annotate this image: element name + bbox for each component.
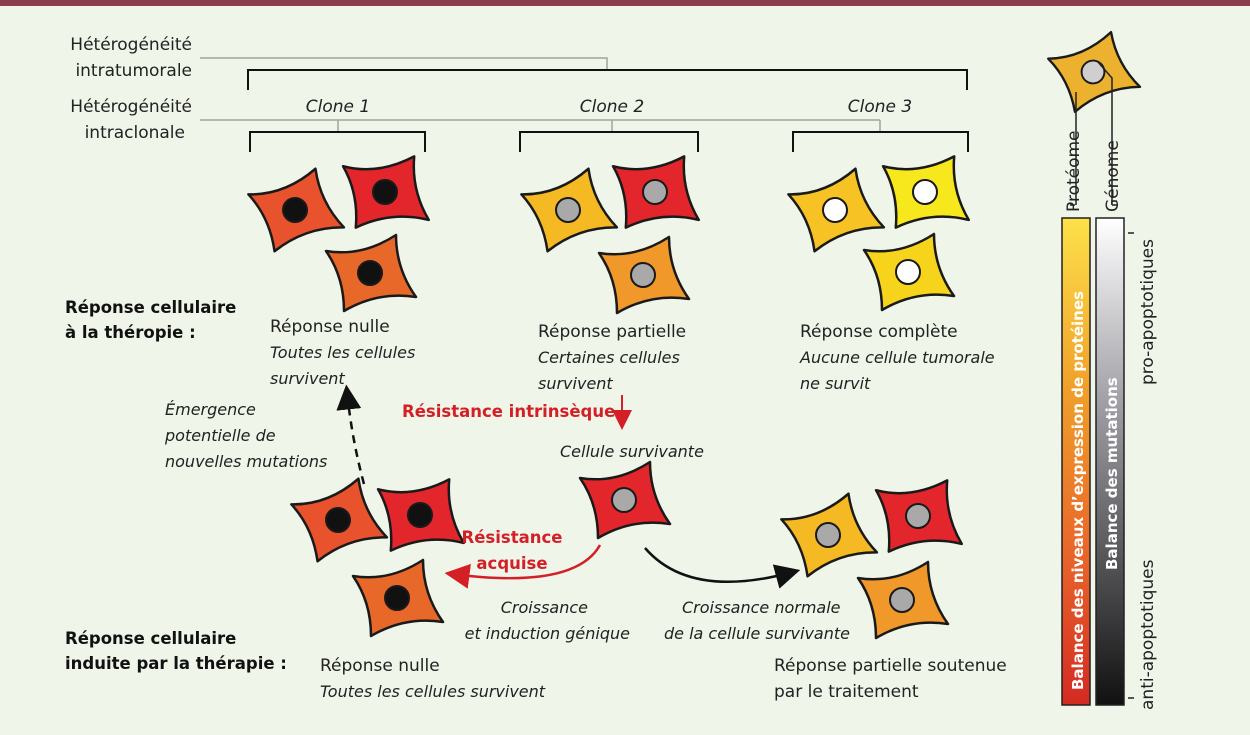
acquired-resistance-arrow: [444, 544, 602, 589]
growth-induction-label-2: et induction génique: [465, 624, 631, 643]
bottom-right-response-title-2: par le traitement: [774, 682, 919, 702]
survivor-label: Cellule survivante: [560, 442, 704, 461]
cell-nucleus: [611, 487, 637, 513]
pro-apoptotic-label: pro-apoptotiques: [1138, 239, 1158, 385]
cell-clone3: [787, 167, 886, 253]
cell-nucleus: [905, 503, 931, 529]
top-bar: [0, 0, 1250, 6]
protein-balance-bar: [1061, 217, 1091, 706]
proteome-pointer: [1070, 92, 1077, 206]
cell-clone2: [597, 235, 691, 315]
intratumoral-label-2: intratumorale: [75, 61, 192, 81]
emergence-label-1: Émergence: [165, 400, 256, 419]
cell-nucleus: [642, 179, 668, 205]
cells: [247, 30, 1142, 640]
cell-nucleus: [630, 262, 656, 288]
clone3-response-desc-1: Aucune cellule tumorale: [799, 348, 995, 367]
cell-bottom_right: [780, 492, 879, 578]
cell-clone1: [341, 155, 430, 229]
cell-nucleus: [407, 502, 433, 528]
intraclonal-label-2: intraclonale: [85, 123, 185, 143]
legend-ticks: [1128, 232, 1134, 699]
mutation-balance-label: Balance des mutations: [1103, 377, 1121, 570]
cell-clone3: [862, 232, 956, 312]
protein-balance-label: Balance des niveaux d’expression de prot…: [1069, 291, 1087, 690]
cell-nucleus: [325, 507, 351, 533]
normal-growth-arrow: [644, 547, 801, 589]
cell-nucleus: [384, 585, 410, 611]
intrinsic-resistance-label: Résistance intrinsèque: [402, 402, 615, 421]
proteome-label: Protéome: [1064, 130, 1084, 212]
intraclonal-label-1: Hétérogénéité: [70, 97, 192, 117]
clone1-response-desc-1: Toutes les cellules: [270, 343, 415, 362]
cell-clone2: [611, 155, 700, 229]
cell-clone3: [881, 155, 970, 229]
cell-nucleus: [889, 587, 915, 613]
emergence-dashed-arrow: [336, 384, 366, 485]
cell-nucleus: [895, 259, 921, 285]
acquired-resistance-label-1: Résistance: [462, 528, 563, 547]
bottom-left-response-desc: Toutes les cellules survivent: [320, 682, 546, 701]
normal-growth-label-1: Croissance normale: [682, 598, 841, 617]
anti-apoptotic-label: anti-apoptotiques: [1138, 559, 1158, 710]
cell-bottom_right: [856, 560, 950, 640]
cell-clone2: [520, 167, 619, 253]
cell-nucleus: [372, 179, 398, 205]
clone-2-label: Clone 2: [580, 97, 644, 117]
therapy-response-label-2: à la théropie :: [65, 323, 196, 342]
therapy-response-label-1: Réponse cellulaire: [65, 298, 236, 317]
induced-response-label-1: Réponse cellulaire: [65, 629, 236, 648]
cell-bottom_right: [874, 479, 963, 553]
clone2-response-desc-1: Certaines cellules: [538, 348, 680, 367]
legend: Protéome Génome Balance des niveaux d’ex…: [1061, 61, 1158, 710]
bottom-left-response-title: Réponse nulle: [320, 656, 440, 676]
mutation-balance-bar: [1095, 217, 1125, 706]
cell-clone1: [324, 233, 418, 313]
clone2-response-title: Réponse partielle: [538, 322, 686, 342]
cell-nucleus: [282, 197, 308, 223]
clone-1-label: Clone 1: [306, 97, 370, 117]
cell-nucleus: [912, 179, 938, 205]
acquired-resistance-label-2: acquise: [476, 554, 547, 573]
cell-legend: [1047, 30, 1142, 114]
clone1-response-title: Réponse nulle: [270, 317, 390, 337]
bottom-right-response-title-1: Réponse partielle soutenue: [774, 656, 1007, 676]
genome-label: Génome: [1103, 140, 1123, 212]
emergence-label-3: nouvelles mutations: [165, 452, 327, 471]
normal-growth-label-2: de la cellule survivante: [664, 624, 850, 643]
hierarchy-lines: [200, 57, 969, 152]
induced-response-label-2: induite par la thérapie :: [65, 654, 287, 673]
clone2-response-desc-2: survivent: [538, 374, 613, 393]
cell-bottom_left: [351, 558, 445, 638]
emergence-label-2: potentielle de: [164, 426, 276, 445]
cell-nucleus: [822, 197, 848, 223]
cell-bottom_left: [376, 478, 465, 552]
cell-bottom_left: [290, 477, 389, 563]
intratumoral-label-1: Hétérogénéité: [70, 35, 192, 55]
cell-survivor: [578, 460, 672, 540]
clone-3-label: Clone 3: [848, 97, 912, 117]
cell-nucleus: [357, 260, 383, 286]
clone3-response-title: Réponse complète: [800, 322, 958, 342]
growth-induction-label-1: Croissance: [501, 598, 588, 617]
clone3-response-desc-2: ne survit: [800, 374, 871, 393]
genome-pointer: [1097, 61, 1118, 206]
cell-clone1: [247, 167, 346, 253]
cell-nucleus: [555, 197, 581, 223]
cell-nucleus: [815, 522, 841, 548]
clone1-response-desc-2: survivent: [270, 369, 345, 388]
